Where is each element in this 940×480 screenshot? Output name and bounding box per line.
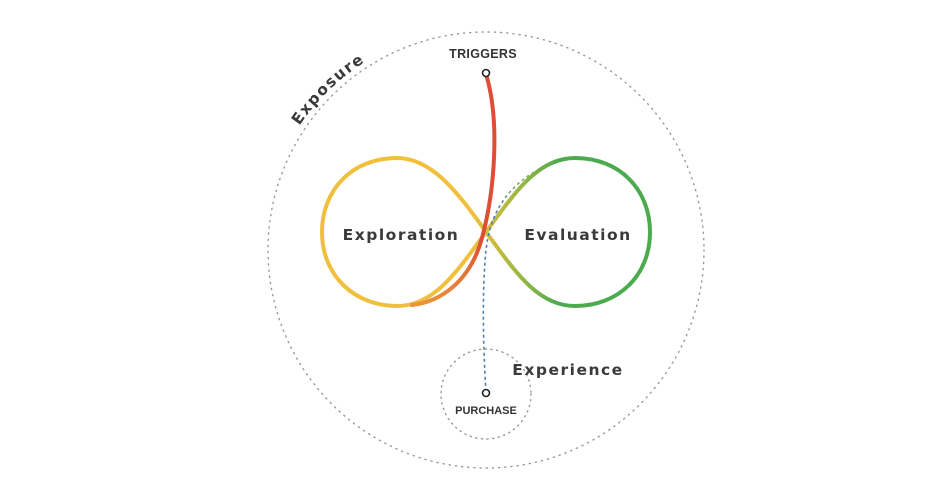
exposure-label: Exposure: [288, 50, 368, 128]
purchase-node-marker: [481, 388, 491, 398]
exposure-label-path: Exposure: [288, 50, 366, 128]
purchase-label: PURCHASE: [455, 405, 517, 417]
infinity-loop: [320, 156, 652, 308]
evaluation-label: Evaluation: [524, 226, 631, 244]
triggers-label: TRIGGERS: [449, 47, 517, 61]
exposure-boundary: [267, 31, 705, 469]
experience-label: Experience: [512, 361, 623, 379]
exploration-label: Exploration: [343, 226, 460, 244]
triggers-node-marker: [481, 68, 491, 78]
experience-boundary: [440, 348, 532, 440]
trigger-path: [410, 72, 497, 307]
purchase-path: [482, 171, 535, 393]
